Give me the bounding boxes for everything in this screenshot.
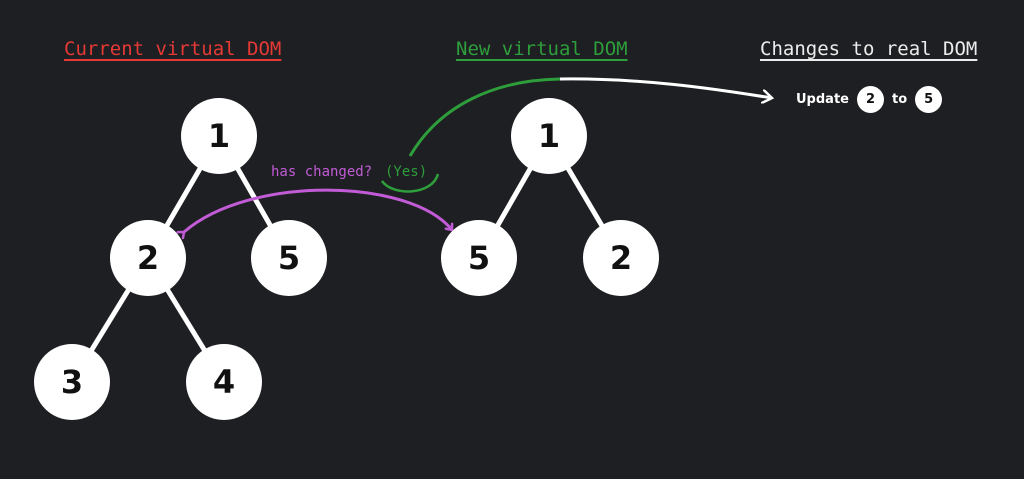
yes-underline-curve (380, 173, 440, 193)
new-node-left: 5 (441, 220, 517, 296)
current-node-root: 1 (181, 98, 257, 174)
current-virtual-dom-heading: Current virtual DOM (64, 38, 282, 60)
current-node-left-left: 3 (34, 344, 110, 420)
yes-label: (Yes) (385, 164, 428, 180)
update-word: Update (796, 91, 849, 107)
compare-arrow (184, 188, 452, 232)
new-node-root: 1 (511, 98, 587, 174)
update-arrow (559, 77, 772, 98)
current-node-right: 5 (251, 220, 327, 296)
update-to-node: 5 (915, 85, 943, 113)
has-changed-label: has changed? (271, 164, 373, 180)
update-description: Update 2 to 5 (796, 85, 943, 113)
update-connector: to (891, 91, 908, 107)
current-node-left-right: 4 (186, 344, 262, 420)
new-virtual-dom-heading: New virtual DOM (456, 38, 628, 60)
current-node-left: 2 (110, 220, 186, 296)
new-node-right: 2 (583, 220, 659, 296)
yes-to-update-arrow (408, 77, 561, 157)
changes-real-dom-heading: Changes to real DOM (760, 38, 978, 60)
update-from-node: 2 (856, 85, 884, 113)
